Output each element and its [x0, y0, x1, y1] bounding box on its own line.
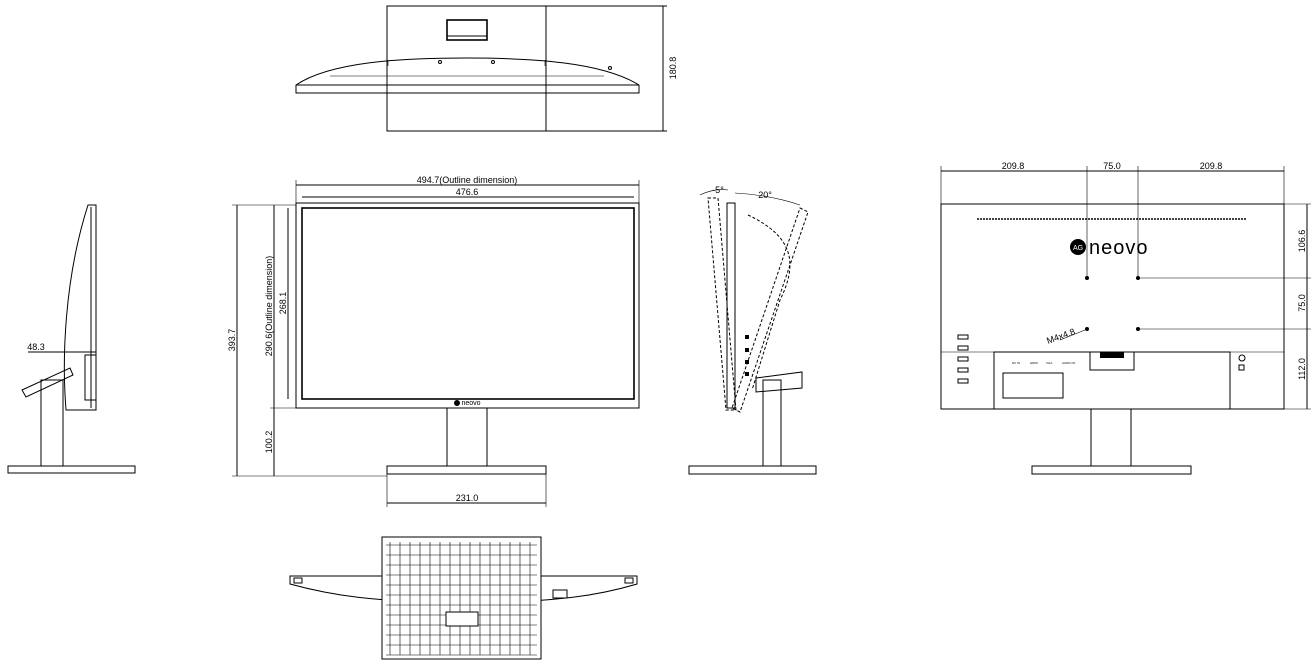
port-audio-in: AUDIO IN [1062, 361, 1075, 365]
dim-base-width: 231.0 [456, 493, 479, 503]
dim-screen-height: 268.1 [278, 292, 288, 315]
dim-side-depth: 48.3 [27, 342, 45, 352]
dim-top-depth: 180.8 [668, 57, 678, 80]
dim-tilt-forward: -5° [712, 185, 724, 195]
dim-rear-right: 209.8 [1200, 161, 1223, 171]
front-logo: neovo [461, 400, 480, 407]
top-view: 180.8 [295, 5, 678, 132]
dim-rear-vesa-width: 75.0 [1103, 161, 1121, 171]
bottom-view [289, 536, 638, 660]
dim-rear-left: 209.8 [1002, 161, 1025, 171]
dim-outline-width: 494.7(Outline dimension) [417, 175, 518, 185]
dim-rear-top: 106.6 [1297, 230, 1307, 253]
dim-screen-width: 476.6 [456, 187, 479, 197]
rear-logo-badge: AG [1073, 245, 1083, 252]
port-dc-in: DC IN [1012, 361, 1020, 365]
dim-rear-bottom: 112.0 [1297, 358, 1307, 380]
rear-logo: neovo [1089, 237, 1149, 259]
dim-stand-height: 100.2 [264, 431, 274, 454]
dim-rear-vesa-height: 75.0 [1297, 294, 1307, 312]
port-vga: VGA [1046, 361, 1052, 365]
tilt-view: -5° 20° [688, 185, 817, 475]
dim-tilt-back: 20° [758, 190, 772, 200]
front-view: neovo 494.7(Outline dimension) 476.6 393… [227, 175, 640, 507]
port-hdmi: HDMI [1030, 361, 1038, 365]
left-side-view: 48.3 [7, 204, 136, 474]
screw-label: M4x4.8 [1045, 326, 1076, 345]
rear-view: AG neovo DC IN HDMI VGA AUDIO IN M4x4.8 … [940, 161, 1311, 475]
dim-outline-height: 290.6(Outline dimension) [264, 256, 274, 357]
dim-total-height: 393.7 [227, 329, 237, 352]
